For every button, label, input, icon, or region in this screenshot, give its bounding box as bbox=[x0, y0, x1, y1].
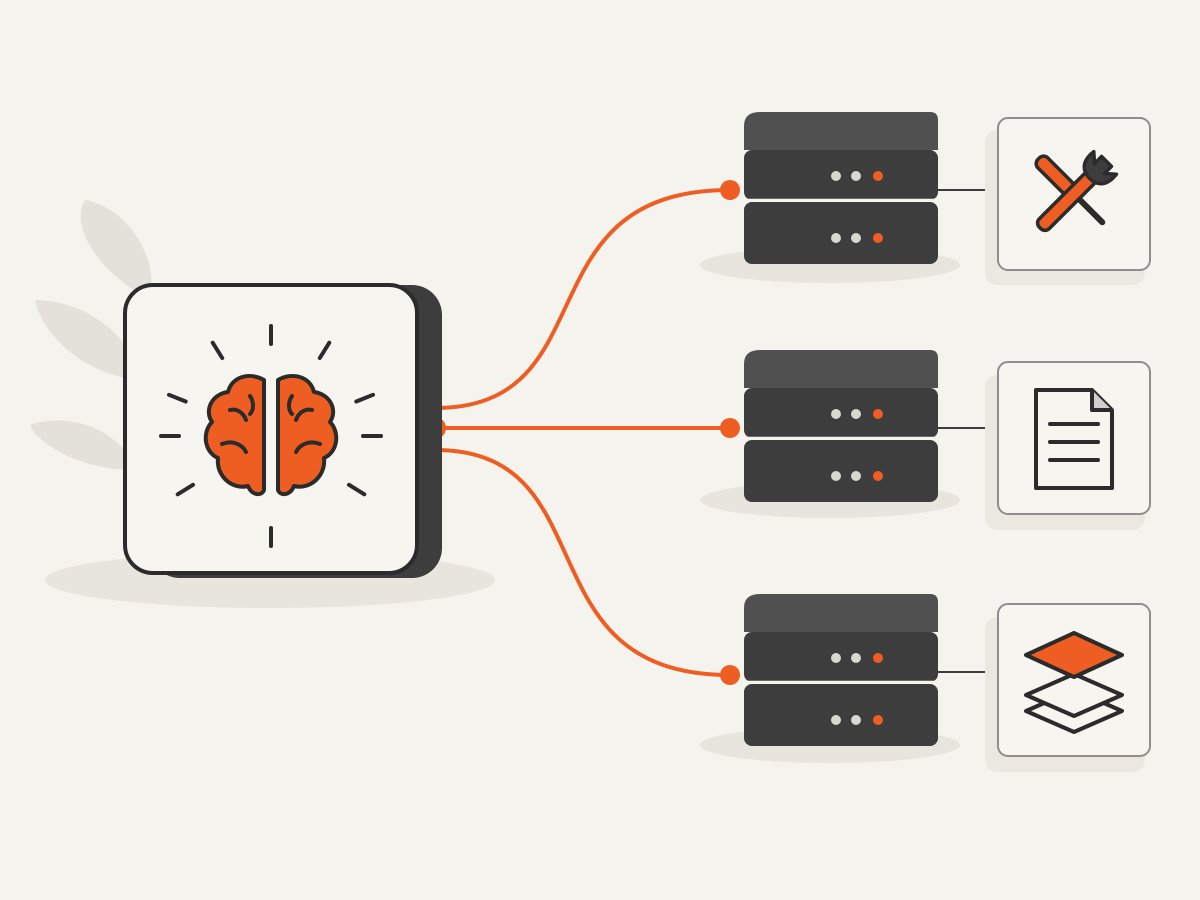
server-2 bbox=[744, 350, 998, 502]
server-led bbox=[831, 409, 841, 419]
server-group bbox=[744, 112, 998, 746]
server-unit-bottom bbox=[744, 202, 938, 264]
fold-left-3 bbox=[248, 394, 255, 416]
idea-rays bbox=[159, 324, 383, 548]
fold-right-1 bbox=[294, 407, 314, 422]
document-lines bbox=[1048, 422, 1100, 462]
server-led-active bbox=[873, 715, 883, 725]
fold-right-3 bbox=[287, 394, 294, 416]
idea-ray-5 bbox=[347, 482, 367, 497]
fold-left-2 bbox=[220, 440, 248, 454]
leaf-top bbox=[80, 200, 152, 300]
server-led bbox=[851, 233, 861, 243]
document-fold bbox=[1090, 390, 1112, 412]
wrench-screwdriver-icon bbox=[1034, 149, 1119, 233]
idea-ray-2 bbox=[317, 340, 332, 360]
foliage-decoration bbox=[30, 200, 152, 470]
connector-line-1 bbox=[433, 188, 732, 410]
tool-card-2 bbox=[985, 361, 1151, 530]
document-page bbox=[1034, 388, 1114, 490]
server-led bbox=[851, 409, 861, 419]
server-unit-top bbox=[744, 150, 938, 200]
server-led bbox=[851, 653, 861, 663]
tool-card-1 bbox=[985, 117, 1151, 285]
server-led bbox=[851, 715, 861, 725]
server-1 bbox=[744, 112, 998, 264]
server-led bbox=[831, 653, 841, 663]
brain-folds bbox=[220, 394, 322, 454]
server-led-active bbox=[873, 409, 883, 419]
connector-group bbox=[433, 188, 732, 677]
idea-ray-3 bbox=[354, 392, 375, 404]
brain-icon bbox=[203, 374, 339, 497]
connector-end-dot-3 bbox=[720, 665, 740, 685]
server-led bbox=[831, 471, 841, 481]
leaf-lower bbox=[30, 420, 135, 470]
fold-right-2 bbox=[294, 440, 322, 454]
server-unit-top bbox=[744, 632, 938, 682]
server-unit-bottom bbox=[744, 440, 938, 502]
server-unit-top bbox=[744, 388, 938, 438]
server-led bbox=[831, 233, 841, 243]
server-led bbox=[851, 471, 861, 481]
brain-left-lobe bbox=[203, 374, 266, 497]
wrench-shape bbox=[1035, 149, 1119, 233]
wrench-head bbox=[1082, 149, 1119, 186]
fold-left-1 bbox=[228, 407, 248, 422]
tool-card-3 bbox=[985, 603, 1151, 772]
server-led-active bbox=[873, 233, 883, 243]
connector-line-3 bbox=[433, 448, 732, 677]
server-led bbox=[831, 171, 841, 181]
server-lid bbox=[744, 112, 938, 150]
layer-top bbox=[1024, 631, 1124, 679]
server-led bbox=[831, 715, 841, 725]
server-lid bbox=[744, 350, 938, 388]
server-led-active bbox=[873, 171, 883, 181]
server-lid bbox=[744, 594, 938, 632]
document-icon bbox=[1034, 388, 1114, 490]
server-unit-bottom bbox=[744, 684, 938, 746]
idea-ray-10 bbox=[210, 340, 225, 360]
leaf-middle bbox=[35, 300, 140, 380]
server-led-active bbox=[873, 471, 883, 481]
connector-end-dot-2 bbox=[720, 418, 740, 438]
server-led-active bbox=[873, 653, 883, 663]
brain-right-lobe bbox=[276, 374, 339, 497]
hub-card bbox=[123, 283, 442, 578]
idea-ray-7 bbox=[175, 482, 195, 497]
server-3 bbox=[744, 594, 998, 746]
hub-card-face bbox=[123, 283, 419, 575]
server-led bbox=[851, 171, 861, 181]
layer-middle bbox=[1024, 672, 1124, 718]
connector-end-dot-1 bbox=[720, 180, 740, 200]
layers-icon bbox=[1024, 631, 1124, 734]
idea-ray-9 bbox=[167, 392, 188, 404]
